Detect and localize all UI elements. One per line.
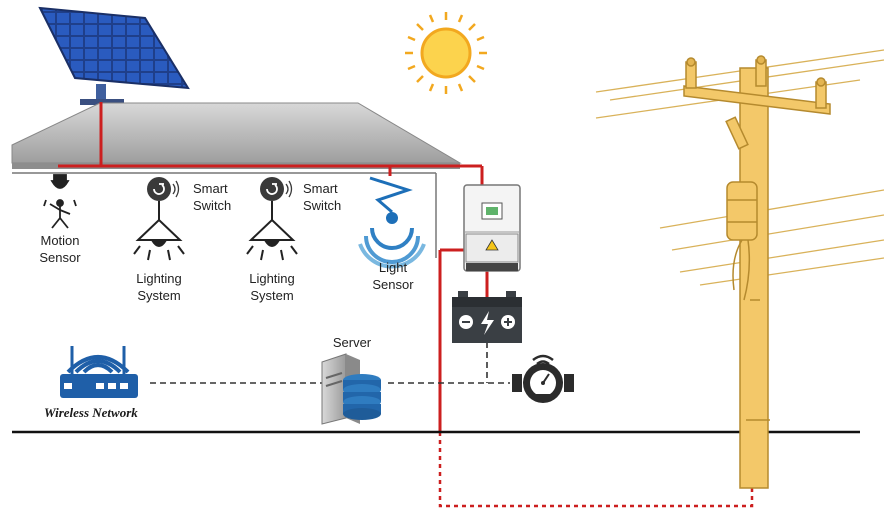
smart-switch-label-2: Smart Switch	[303, 180, 341, 214]
lighting-system-2-label-line-1: Lighting	[249, 271, 295, 286]
lighting-system-label-2: Lighting System	[238, 270, 306, 304]
sun-icon	[405, 12, 487, 94]
light-sensor-label: Light Sensor	[362, 259, 424, 293]
motion-sensor-label: Motion Sensor	[30, 232, 90, 266]
solar-panel-icon	[38, 6, 190, 105]
smart-switch-1-label-line-2: Switch	[193, 198, 232, 213]
smart-switch-icon-2	[260, 177, 293, 201]
smart-meter-icon	[512, 354, 574, 403]
motion-sensor-label-line-1: Motion	[40, 233, 80, 248]
server-icon	[321, 353, 381, 425]
smart-switch-2-label-line-1: Smart	[303, 181, 338, 196]
smart-switch-2-label-line-2: Switch	[303, 198, 342, 213]
lighting-system-1-label-line-1: Lighting	[136, 271, 182, 286]
smart-switch-label-1: Smart Switch	[193, 180, 231, 214]
light-sensor-label-line-2: Sensor	[372, 277, 414, 292]
router-icon	[60, 346, 138, 398]
motion-sensor-label-line-2: Sensor	[39, 250, 81, 265]
power-wiring	[58, 102, 489, 432]
inverter-icon	[463, 184, 521, 272]
smart-switch-1-label-line-1: Smart	[193, 181, 228, 196]
server-label: Server	[332, 335, 372, 350]
house-roof	[11, 102, 462, 169]
lighting-system-label-1: Lighting System	[125, 270, 193, 304]
battery-icon	[452, 291, 522, 343]
lighting-system-2-label-line-2: System	[250, 288, 294, 303]
lamp-icon-2	[246, 201, 298, 261]
data-network-lines	[150, 342, 510, 384]
wireless-network-label: Wireless Network	[44, 405, 138, 420]
lighting-system-1-label-line-2: System	[137, 288, 181, 303]
grid-connection-dotted	[438, 432, 754, 508]
utility-pole-icon	[683, 55, 831, 489]
light-sensor-icon	[358, 176, 426, 269]
motion-sensor-icon	[43, 174, 77, 229]
house-wall	[12, 172, 437, 258]
light-sensor-label-line-1: Light	[378, 260, 408, 275]
lamp-icon-1	[133, 201, 185, 261]
smart-switch-icon-1	[147, 177, 180, 201]
